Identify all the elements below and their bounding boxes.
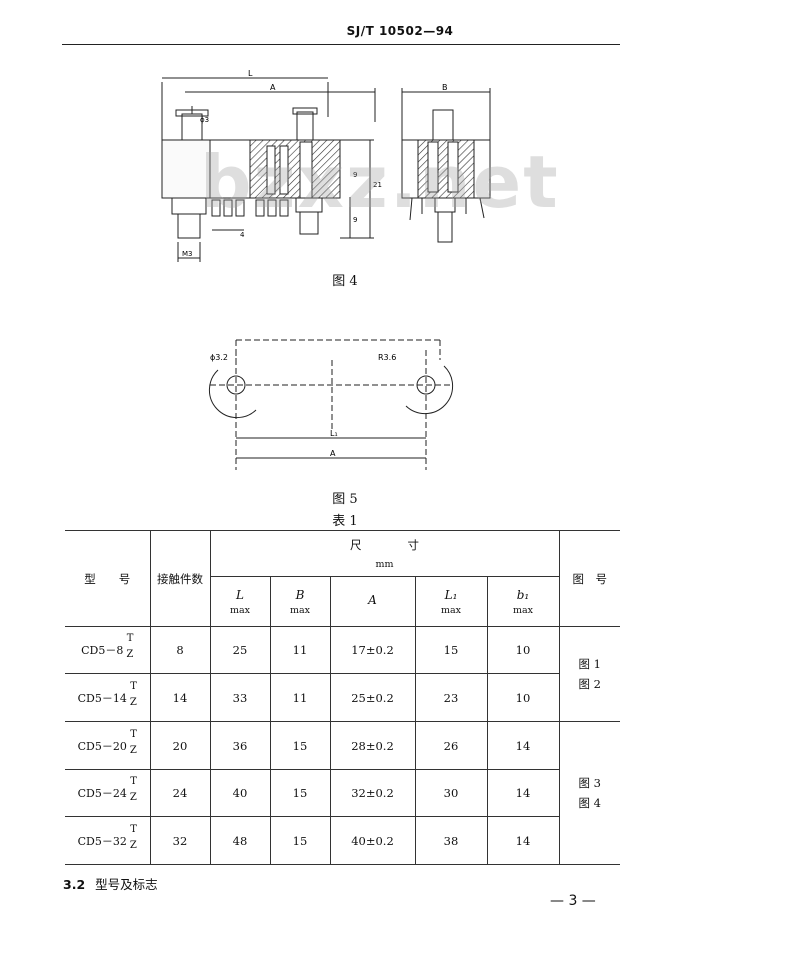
page-number: — 3 —	[550, 893, 596, 909]
cell-L1: 38	[414, 816, 488, 865]
cell-B: 11	[269, 673, 331, 722]
fig4-label-phi3: ϕ3	[200, 116, 209, 124]
cell-contacts: 32	[149, 816, 211, 865]
cell-L: 25	[209, 626, 271, 674]
cell-L: 40	[209, 769, 271, 817]
cell-L1: 15	[414, 626, 488, 674]
cell-contacts: 14	[149, 673, 211, 722]
cell-L: 48	[209, 816, 271, 865]
cell-A: 28±0.2	[329, 721, 416, 770]
fig4-label-A: A	[270, 83, 276, 92]
header-col-A: A	[329, 576, 416, 627]
cell-b1: 14	[486, 721, 560, 770]
fig4-label-9a: 9	[353, 171, 357, 179]
fig4-label-m3: M3	[182, 250, 193, 258]
fig5-label-A: A	[330, 449, 336, 458]
fig4-label-9b: 9	[353, 216, 357, 224]
cell-contacts: 20	[149, 721, 211, 770]
table-1-caption: 表 1	[332, 514, 358, 529]
cell-b1: 14	[486, 769, 559, 817]
section-title: 型号及标志	[95, 877, 158, 892]
figure-5-drawing: ϕ3.2 R3.6 L₁ A	[208, 339, 454, 470]
cell-B: 15	[269, 721, 331, 770]
fig4-label-4: 4	[240, 231, 245, 239]
header-figure: 图 号	[558, 530, 620, 627]
cell-B: 11	[269, 626, 331, 674]
cell-A: 32±0.2	[329, 769, 416, 817]
cell-contacts: 8	[149, 626, 211, 674]
figure-5-caption: 图 5	[332, 492, 358, 507]
cell-b1: 10	[486, 673, 559, 722]
cell-L: 33	[209, 673, 271, 722]
figure-4-caption: 图 4	[332, 274, 358, 289]
watermark: bzxz.net	[200, 140, 560, 224]
header-contacts: 接触件数	[149, 530, 211, 627]
cell-B: 15	[269, 816, 331, 865]
fig5-label-d32: ϕ3.2	[210, 353, 228, 362]
cell-contacts: 24	[149, 769, 211, 817]
cell-A: 25±0.2	[329, 673, 416, 722]
header-size: 尺 寸 mm	[209, 530, 560, 577]
fig4-label-L: L	[248, 69, 253, 78]
cell-b1: 10	[486, 626, 560, 674]
cell-b1: 14	[486, 816, 559, 865]
fig5-label-r36: R3.6	[378, 353, 396, 362]
figure-4-drawing: L A B ϕ3 9 21 9 4 M3	[161, 69, 491, 262]
cell-L1: 23	[414, 673, 488, 722]
cell-L1: 30	[414, 769, 488, 817]
section-heading: 3.2 型号及标志	[63, 874, 158, 893]
fig5-label-L1: L₁	[330, 429, 338, 438]
cell-B: 15	[269, 769, 331, 817]
document-header: SJ/T 10502—94	[346, 24, 454, 38]
header-rule	[62, 44, 620, 45]
fig4-label-B: B	[442, 83, 448, 92]
cell-A: 40±0.2	[329, 816, 416, 865]
cell-L: 36	[209, 721, 271, 770]
section-number: 3.2	[63, 877, 86, 892]
fig4-label-21: 21	[373, 181, 382, 189]
cell-A: 17±0.2	[329, 626, 416, 674]
header-unit: mm	[375, 559, 394, 570]
header-model: 型 号	[65, 530, 151, 627]
header-size-label: 尺 寸	[350, 538, 419, 552]
cell-L1: 26	[414, 721, 488, 770]
